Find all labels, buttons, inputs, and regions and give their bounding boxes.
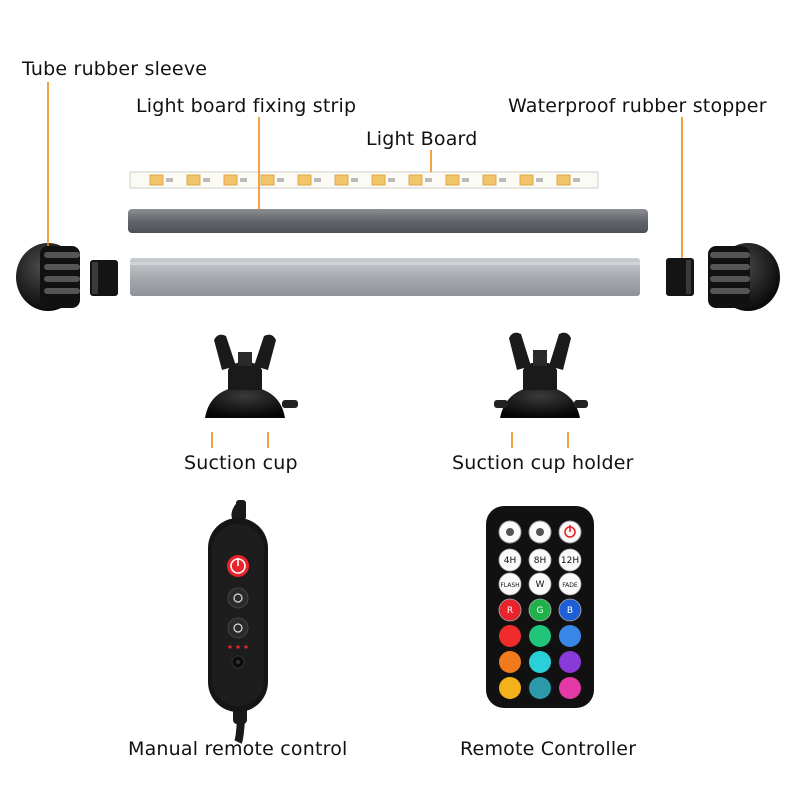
label-suction-cup: Suction cup bbox=[184, 452, 298, 474]
led-chip bbox=[149, 174, 173, 186]
sun-moon-icon[interactable] bbox=[498, 520, 522, 544]
led-chip bbox=[223, 174, 247, 186]
remote-controller: 4H 8H 12H FLASH W FADE R G B bbox=[486, 506, 594, 708]
label-tube-rubber-sleeve: Tube rubber sleeve bbox=[22, 58, 208, 80]
light-board bbox=[129, 171, 599, 189]
led-chip bbox=[445, 174, 469, 186]
key-label: FADE bbox=[562, 582, 578, 589]
label-remote-controller: Remote Controller bbox=[460, 738, 637, 760]
mode-key[interactable]: FLASH bbox=[498, 572, 522, 596]
right-end-cap bbox=[708, 243, 780, 311]
color-key[interactable] bbox=[559, 651, 581, 673]
led-chip bbox=[408, 174, 432, 186]
color-key[interactable] bbox=[529, 677, 551, 699]
led-chip bbox=[186, 174, 210, 186]
key-label: 12H bbox=[561, 556, 579, 566]
timer-key[interactable]: 8H bbox=[528, 548, 552, 572]
color-key[interactable] bbox=[499, 677, 521, 699]
mode-key[interactable]: FADE bbox=[558, 572, 582, 596]
color-key[interactable] bbox=[529, 651, 551, 673]
led-chip bbox=[334, 174, 358, 186]
led-chip bbox=[371, 174, 395, 186]
suction-cup-left bbox=[205, 334, 298, 418]
key-label: G bbox=[537, 606, 544, 616]
timer-key[interactable]: 4H bbox=[498, 548, 522, 572]
color-key[interactable] bbox=[499, 625, 521, 647]
rgb-key[interactable]: G bbox=[528, 598, 552, 622]
key-label: 4H bbox=[504, 556, 517, 566]
mode-button[interactable] bbox=[227, 617, 249, 639]
suction-cup-holder bbox=[494, 332, 588, 418]
mode-key[interactable]: W bbox=[528, 572, 552, 596]
leader-lines bbox=[47, 82, 683, 448]
left-end-cap bbox=[16, 243, 80, 311]
led-chip bbox=[482, 174, 506, 186]
led-chip bbox=[556, 174, 580, 186]
label-suction-cup-holder: Suction cup holder bbox=[452, 452, 634, 474]
color-key[interactable] bbox=[499, 651, 521, 673]
key-label: B bbox=[567, 606, 573, 616]
left-rubber-stopper bbox=[90, 260, 118, 296]
moon-icon[interactable] bbox=[528, 520, 552, 544]
rgb-key[interactable]: B bbox=[558, 598, 582, 622]
color-key[interactable] bbox=[559, 677, 581, 699]
manual-remote-control bbox=[208, 500, 268, 744]
key-label: R bbox=[507, 606, 513, 616]
timer-key[interactable]: 12H bbox=[558, 548, 582, 572]
led-chip bbox=[519, 174, 543, 186]
label-light-board-fixing-strip: Light board fixing strip bbox=[136, 95, 357, 117]
color-key[interactable] bbox=[559, 625, 581, 647]
label-waterproof-rubber-stopper: Waterproof rubber stopper bbox=[508, 95, 767, 117]
power-icon[interactable] bbox=[558, 520, 582, 544]
key-label: W bbox=[536, 580, 545, 590]
led-chip bbox=[260, 174, 284, 186]
color-key[interactable] bbox=[529, 625, 551, 647]
label-manual-remote-control: Manual remote control bbox=[128, 738, 348, 760]
right-rubber-stopper bbox=[666, 258, 694, 296]
key-label: FLASH bbox=[500, 582, 519, 589]
rgb-key[interactable]: R bbox=[498, 598, 522, 622]
key-label: 8H bbox=[534, 556, 547, 566]
label-light-board: Light Board bbox=[366, 128, 478, 150]
led-chip bbox=[297, 174, 321, 186]
tube bbox=[130, 258, 640, 296]
brightness-button[interactable] bbox=[227, 587, 249, 609]
fixing-strip bbox=[128, 209, 648, 233]
